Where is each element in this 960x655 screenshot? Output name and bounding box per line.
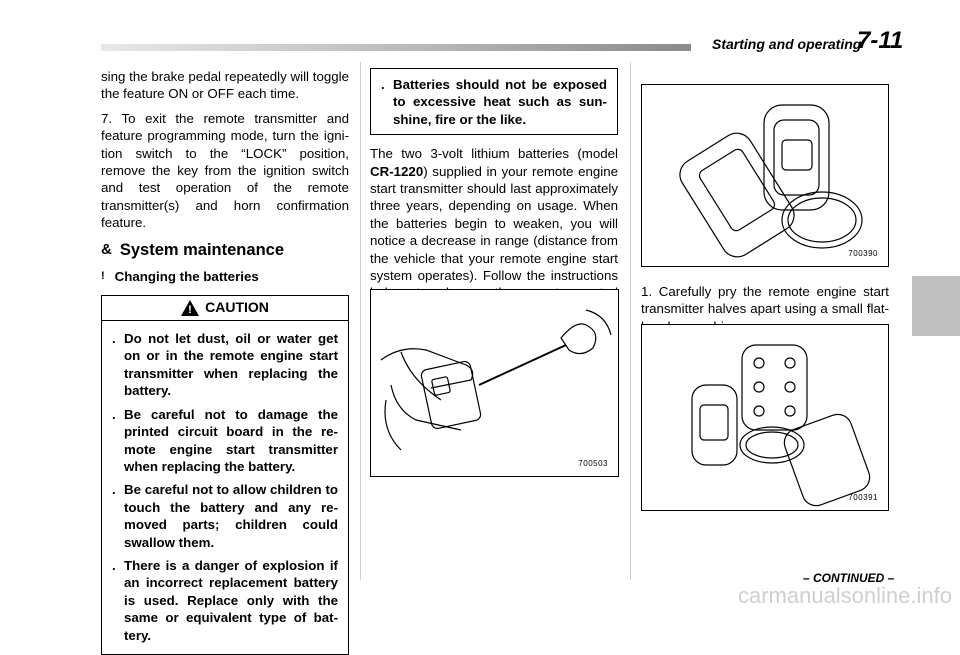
section-heading: & System maintenance — [101, 240, 349, 260]
subsection-marker: ! — [101, 269, 105, 282]
page-number: 7-11 — [857, 27, 904, 54]
column-1: sing the brake pedal repeatedly will tog… — [101, 68, 349, 655]
figure-code: 700390 — [848, 249, 878, 258]
transmitter-halves-illustration — [691, 344, 871, 507]
caution-continued-box: .Batteries should not be exposed to exce… — [370, 68, 618, 136]
caution-body: .Do not let dust, oil or water get on or… — [102, 321, 348, 654]
column-divider — [630, 62, 631, 580]
column-2: .Batteries should not be exposed to exce… — [370, 68, 618, 319]
paragraph: sing the brake pedal repeatedly will tog… — [101, 69, 349, 102]
paragraph: 7. To exit the remote transmitter and fe… — [101, 110, 349, 231]
header-rule — [101, 44, 691, 51]
figure-screwdriver-pry: 700503 — [370, 289, 619, 477]
figure-open-transmitter: 700390 — [641, 84, 889, 267]
screwdriver-illustration — [380, 309, 612, 451]
section-marker: & — [101, 240, 112, 258]
caution-item: .Do not let dust, oil or water get on or… — [112, 331, 338, 399]
caution-item: .Be careful not to allow children to tou… — [112, 482, 338, 550]
caution-item: .Batteries should not be exposed to exce… — [381, 77, 607, 127]
caution-header: CAUTION — [102, 296, 348, 322]
figure-code: 700503 — [578, 459, 608, 468]
figure-transmitter-halves: 700391 — [641, 324, 889, 511]
warning-triangle-icon — [181, 300, 200, 319]
opened-transmitter-illustration — [679, 104, 863, 258]
watermark: carmanualsonline.info — [737, 583, 952, 608]
caution-box: CAUTION .Do not let dust, oil or water g… — [101, 295, 349, 655]
column-divider — [360, 62, 361, 580]
header-section-title: Starting and operating — [712, 36, 862, 52]
subsection-title: Changing the batteries — [114, 268, 259, 284]
caution-item: .Be careful not to damage the printed ci… — [112, 406, 338, 474]
figure-code: 700391 — [848, 493, 878, 502]
caution-item: .There is a danger of explosion if an in… — [112, 557, 338, 643]
subsection-heading: ! Changing the batteries — [101, 268, 349, 285]
continued-note: – CONTINUED – — [803, 571, 895, 585]
chapter-thumb-tab — [912, 276, 960, 336]
section-title: System maintenance — [119, 240, 284, 259]
caution-label: CAUTION — [205, 299, 269, 316]
battery-model: CR-1220 — [370, 163, 424, 179]
